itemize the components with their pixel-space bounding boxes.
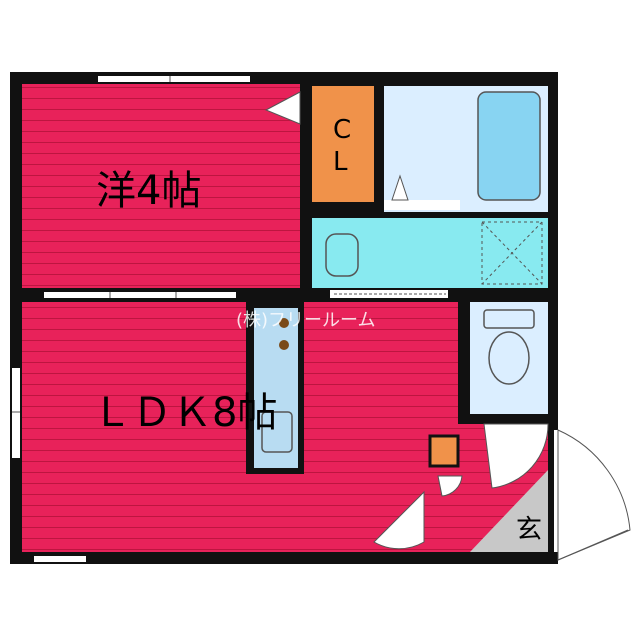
western-room: [22, 84, 300, 288]
ldk-label: ＬＤＫ8帖: [92, 390, 277, 436]
toilet-bowl: [488, 331, 530, 385]
front-door-leaf: [557, 529, 629, 561]
watermark: (株)フリールーム: [236, 310, 376, 331]
ldk-door-swing: [373, 490, 425, 550]
bath-door: [384, 200, 460, 210]
bathtub: [477, 91, 541, 201]
window-bottom: [34, 556, 86, 562]
western-door-swing: [264, 91, 301, 125]
toilet-door-swing: [483, 423, 549, 489]
bath-door-swing: [391, 174, 409, 201]
toilet-tank: [483, 309, 535, 329]
closet: [312, 86, 374, 202]
shoe-box: [428, 434, 460, 468]
front-door-swing: [557, 429, 631, 561]
washer-cross-2: [481, 221, 543, 285]
wash-basin: [325, 233, 359, 277]
ldk-room: [22, 302, 458, 552]
window-left: [12, 368, 20, 458]
window-top: [98, 76, 250, 82]
window-mid: [44, 292, 236, 298]
entrance-label: 玄: [516, 515, 542, 545]
stove-burner-1: [279, 318, 289, 328]
hall-small-door: [437, 475, 463, 497]
kitchen-sink: [261, 411, 293, 453]
stove-burner-2: [279, 340, 289, 350]
closet-label-top: C: [333, 115, 351, 145]
closet-label-bottom: L: [333, 147, 348, 177]
western-room-label: 洋4帖: [96, 168, 201, 214]
entrance-floor: [470, 470, 548, 552]
